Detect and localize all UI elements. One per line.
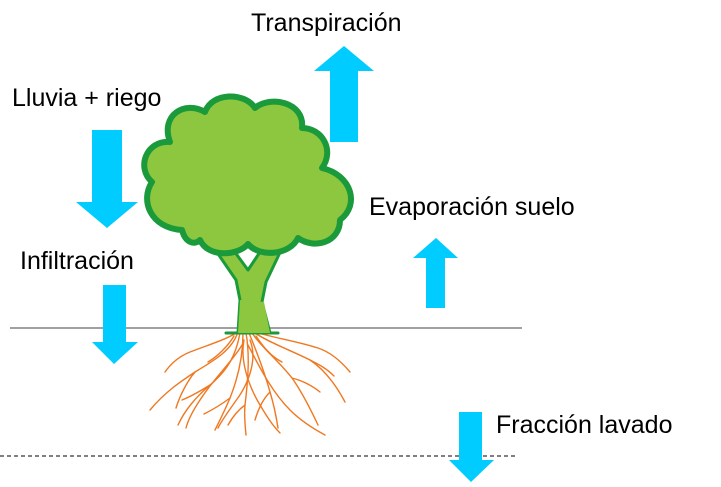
- rain-irrigation-label: Lluvia + riego: [12, 84, 162, 112]
- tree-icon: [141, 93, 354, 335]
- transpiration-label: Transpiración: [251, 9, 402, 37]
- rain-irrigation-arrow: [76, 130, 138, 228]
- roots-icon: [149, 331, 351, 436]
- infiltration-label: Infiltración: [20, 247, 134, 275]
- tree-crown: [141, 93, 354, 257]
- transpiration-arrow: [314, 46, 374, 142]
- infiltration-arrow: [92, 285, 138, 364]
- leaching-fraction-arrow: [449, 412, 494, 482]
- leaching-fraction-label: Fracción lavado: [496, 411, 673, 439]
- soil-evaporation-arrow: [413, 238, 458, 308]
- soil-evaporation-label: Evaporación suelo: [369, 193, 575, 221]
